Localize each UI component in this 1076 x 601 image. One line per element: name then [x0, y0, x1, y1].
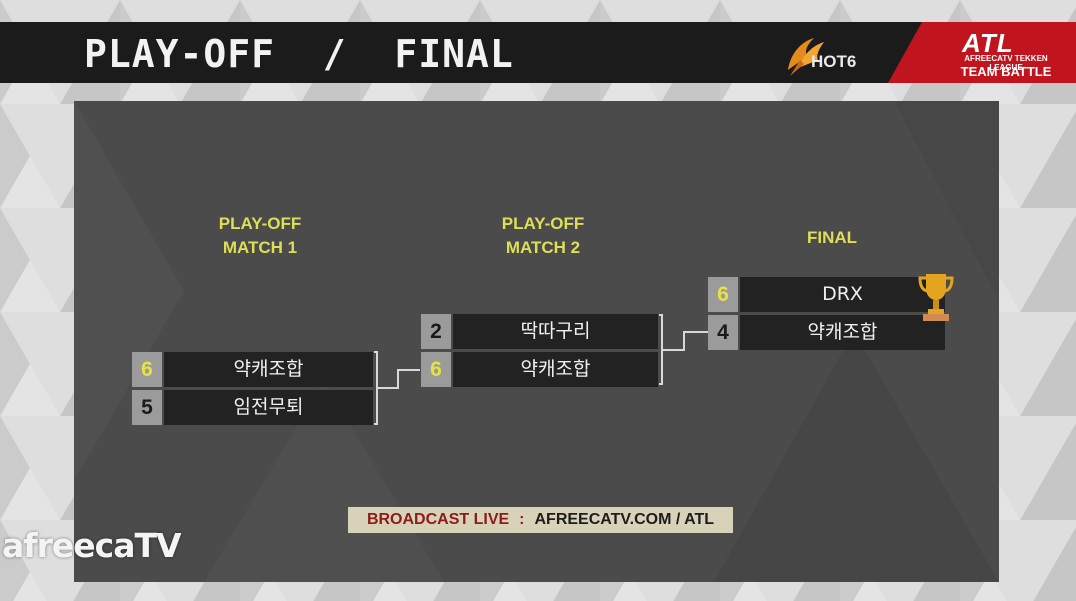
- team-name: 약캐조합: [164, 352, 373, 387]
- team-score: 6: [132, 352, 162, 387]
- round-label-final: FINAL: [732, 226, 932, 250]
- trophy-icon: [918, 274, 954, 321]
- broadcast-separator: :: [519, 511, 525, 528]
- final-team-row: 4 약캐조합: [708, 315, 945, 350]
- team-name: 약캐조합: [453, 352, 658, 387]
- playoff1-team-row: 5 임전무퇴: [132, 390, 373, 425]
- team-score: 6: [708, 277, 738, 312]
- round-label-playoff-1: PLAY-OFF MATCH 1: [160, 212, 360, 260]
- team-score: 5: [132, 390, 162, 425]
- broadcast-url: AFREECATV.COM / ATL: [534, 511, 715, 528]
- broadcast-label: BROADCAST LIVE: [366, 511, 510, 528]
- afreecatv-watermark: afreecaTV: [2, 526, 182, 565]
- round-label-playoff-2: PLAY-OFF MATCH 2: [443, 212, 643, 260]
- league-logo-subtitle: AFREECATV TEKKEN LEAGUE: [964, 54, 1048, 72]
- team-name: 딱따구리: [453, 314, 658, 349]
- team-score: 4: [708, 315, 738, 350]
- playoff2-team-row: 2 딱따구리: [421, 314, 658, 349]
- round-label-line2: MATCH 2: [505, 238, 581, 257]
- round-label-line1: PLAY-OFF: [218, 214, 302, 233]
- league-logo-badge: TEAM BATTLE: [960, 64, 1052, 79]
- hot6-phoenix-icon: [788, 38, 824, 76]
- playoff1-team-row: 6 약캐조합: [132, 352, 373, 387]
- playoff2-team-row: 6 약캐조합: [421, 352, 658, 387]
- final-team-row: 6 DRX: [708, 277, 945, 312]
- sponsor-logo: HOT6: [811, 52, 857, 71]
- atl-logo-banner: [880, 22, 1076, 83]
- team-score: 2: [421, 314, 451, 349]
- page-title: PLAY-OFF / FINAL: [84, 32, 514, 76]
- broadcast-banner: BROADCAST LIVE: AFREECATV.COM / ATL: [348, 507, 733, 533]
- team-score: 6: [421, 352, 451, 387]
- team-name: 약캐조합: [740, 315, 945, 350]
- round-label-line1: FINAL: [806, 228, 858, 247]
- round-label-line2: MATCH 1: [222, 238, 298, 257]
- round-label-line1: PLAY-OFF: [501, 214, 585, 233]
- team-name: DRX: [740, 277, 945, 312]
- league-logo: ATL: [962, 28, 1014, 58]
- team-name: 임전무퇴: [164, 390, 373, 425]
